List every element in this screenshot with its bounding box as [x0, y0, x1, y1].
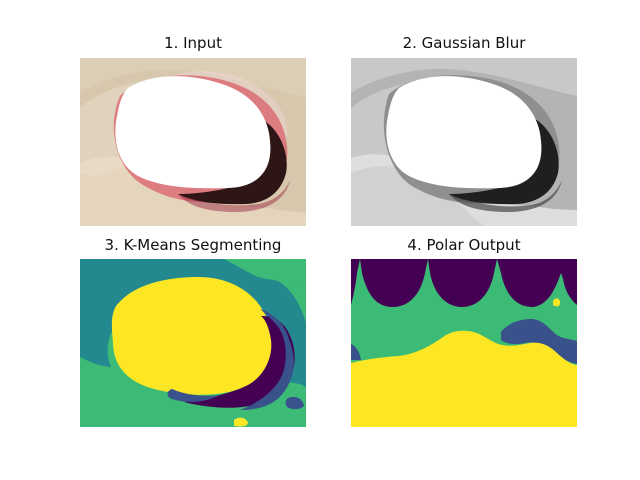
panel-title-input: 1. Input [164, 34, 222, 52]
panel-title-kmeans: 3. K-Means Segmenting [104, 236, 282, 254]
panel-title-polar-output: 4. Polar Output [407, 236, 521, 254]
panel-title-gaussian-blur: 2. Gaussian Blur [402, 34, 526, 52]
input-image-panel [80, 58, 306, 226]
polar-output-panel [351, 259, 577, 427]
gaussian-blur-panel [351, 58, 577, 226]
input-image [80, 58, 306, 226]
kmeans-image [80, 259, 306, 427]
kmeans-panel [80, 259, 306, 427]
polar-output-image [351, 259, 577, 427]
gaussian-blur-image [351, 58, 577, 226]
